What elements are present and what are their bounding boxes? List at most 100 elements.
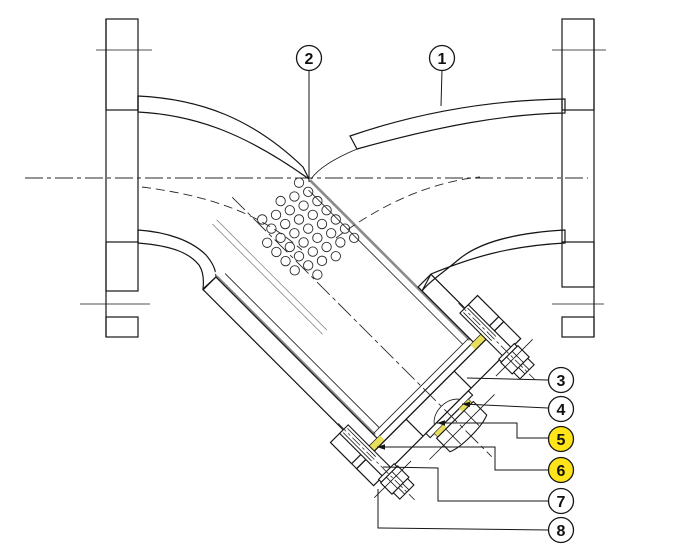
callout-5[interactable]: 5 (437, 420, 575, 453)
body-wall-bottom-right (421, 229, 566, 292)
callout-2[interactable]: 2 (295, 44, 323, 183)
screen-hole (335, 237, 346, 248)
callout-number: 8 (557, 523, 566, 540)
callout-bubble[interactable] (547, 516, 575, 544)
flange-left-bolt-hole (106, 290, 138, 318)
screen-hole (316, 218, 328, 230)
callout-bubble[interactable] (295, 44, 323, 72)
screen-hole (312, 269, 323, 280)
screen-hole (262, 237, 273, 248)
callout-number: 6 (557, 463, 566, 480)
flange-left (80, 18, 152, 338)
screen-hole (312, 195, 323, 207)
screen-hole (321, 205, 332, 216)
callout-number: 4 (557, 402, 566, 419)
callout-1[interactable]: 1 (428, 44, 456, 107)
screen-hole (275, 232, 286, 243)
screen-hole (303, 223, 314, 234)
callout-4[interactable]: 4 (461, 395, 575, 423)
screen-hole (280, 256, 291, 267)
flange-left-top (105, 18, 139, 111)
screen-hole (280, 218, 291, 230)
body-neck-line (310, 148, 358, 180)
leader-arrowhead (462, 401, 471, 408)
strainer-branch (202, 177, 556, 521)
callout-number: 5 (557, 432, 566, 449)
flange-right-bottom-lower (561, 316, 595, 338)
screen-inner-lines (224, 189, 469, 434)
screen-hole (289, 265, 300, 276)
callout-leader (440, 69, 443, 107)
leader-arrowhead (377, 444, 385, 450)
screen-hole (270, 209, 282, 221)
screen-hole (284, 241, 295, 253)
screen-hole (284, 205, 295, 216)
bolt-centerlines (337, 302, 536, 501)
callout-7[interactable]: 7 (382, 466, 575, 515)
callout-number: 2 (305, 51, 314, 68)
screen-hole (326, 228, 337, 239)
callout-6[interactable]: 6 (377, 444, 575, 484)
screen-hole (330, 251, 341, 262)
flange-right-bottom-upper (561, 241, 595, 288)
screen-hole (275, 195, 286, 207)
leader-arrowhead (437, 420, 445, 426)
screen-hole (316, 255, 328, 266)
plug-gasket-highlight-lower (434, 424, 448, 437)
screen-hole (321, 241, 332, 253)
callout-bubble-highlighted[interactable] (547, 425, 575, 453)
flange-right-top (561, 18, 595, 111)
flange-left-bottom-lower (105, 316, 139, 338)
screen-hole (303, 186, 314, 198)
screen-hole (293, 177, 305, 188)
screen-hole (298, 237, 309, 248)
screen-hole (312, 232, 323, 243)
strainer-screen-perforations (257, 177, 360, 280)
screen-hole (289, 191, 300, 202)
callout-leader (382, 466, 548, 502)
screen-hole (307, 246, 318, 257)
callout-leader (437, 422, 548, 439)
callout-number: 3 (557, 373, 566, 390)
screen-hole (271, 246, 282, 258)
callout-bubble-highlighted[interactable] (547, 456, 575, 484)
screen-hole (298, 200, 309, 211)
screen-hole (349, 232, 360, 243)
callout-leader (377, 489, 549, 531)
body-wall-bottom-left (137, 229, 217, 291)
screen-hole (307, 209, 318, 221)
screen-hole (289, 228, 300, 239)
callout-leader (377, 446, 548, 471)
flange-right-bolt-hole (562, 286, 594, 318)
seat-edge-lines (212, 219, 328, 335)
callout-3[interactable]: 3 (466, 366, 575, 394)
screen-hole (330, 214, 341, 225)
flange-right-face-lines (561, 19, 595, 337)
bolt-thread-lines (463, 307, 497, 342)
callout-number: 7 (557, 494, 566, 511)
callout-bubble[interactable] (428, 44, 456, 72)
screen-hole (293, 251, 305, 262)
branch-centerline (231, 196, 493, 458)
screen-hole (303, 260, 314, 271)
body-wall-top-left (137, 95, 310, 180)
bore-hidden-line-right (335, 176, 481, 239)
screen-hole (257, 214, 268, 225)
callout-number: 1 (438, 51, 447, 68)
callout-leader (466, 377, 549, 381)
bolt-thread-lines (342, 428, 377, 462)
cover-plate (355, 320, 522, 487)
screen-hole (293, 214, 305, 225)
body-wall-top-right (349, 98, 566, 150)
callout-bubble[interactable] (547, 487, 575, 515)
flange-left-face-lines (105, 19, 139, 337)
screen-silhouette (215, 179, 471, 436)
flange-right (552, 18, 606, 338)
callout-bubble[interactable] (547, 366, 575, 394)
bore-hidden-line-left (141, 186, 303, 251)
callout-bubble[interactable] (547, 395, 575, 423)
callout-leader (461, 403, 549, 409)
callout-8[interactable]: 8 (377, 489, 575, 544)
